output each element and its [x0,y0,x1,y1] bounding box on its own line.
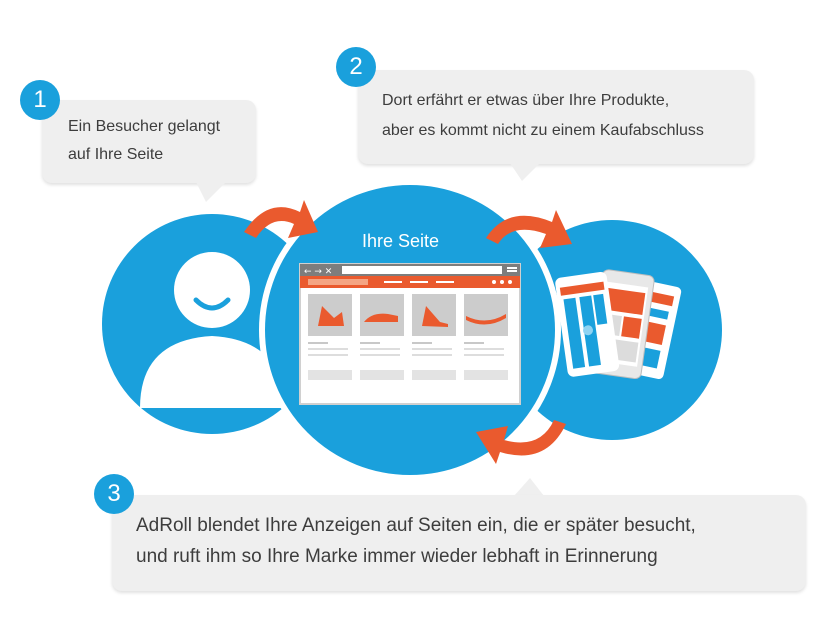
devices-circle [502,220,722,440]
mobile-devices-icon [555,269,682,380]
visitor-smile [193,297,231,311]
step-3-number: 3 [94,474,134,514]
step-2-line-2: aber es kommt nicht zu einem Kaufabschlu… [382,122,704,139]
step-1-tail [196,182,226,202]
visitor-circle [102,214,322,434]
product-card [412,294,456,380]
step-1-bubble: Ein Besucher gelangt auf Ihre Seite [42,100,256,183]
product-card [360,294,404,380]
product-card [308,294,352,380]
step-1-number: 1 [20,80,60,120]
step-3-line-1: AdRoll blendet Ihre Anzeigen auf Seiten … [136,515,696,536]
product-card [464,294,508,380]
step-1-line-2: auf Ihre Seite [68,146,164,163]
orange-arrow-icon [244,200,572,464]
site-label: Ihre Seite [362,231,440,251]
step-1-line-1: Ein Besucher gelangt [68,118,221,135]
step-3-line-2: und ruft ihm so Ihre Marke immer wieder … [136,546,658,567]
step-2-number: 2 [336,47,376,87]
svg-text:← → ✕: ← → ✕ [304,267,332,277]
step-2-tail [510,163,540,181]
step-2-bubble: Dort erfährt er etwas über Ihre Produkte… [358,70,754,164]
step-2-line-1: Dort erfährt er etwas über Ihre Produkte… [382,92,670,109]
visitor-icon [140,252,284,408]
step-3-bubble: AdRoll blendet Ihre Anzeigen auf Seiten … [112,495,806,591]
step-3-tail [514,478,544,496]
browser-window-icon: ← → ✕ [299,263,521,405]
